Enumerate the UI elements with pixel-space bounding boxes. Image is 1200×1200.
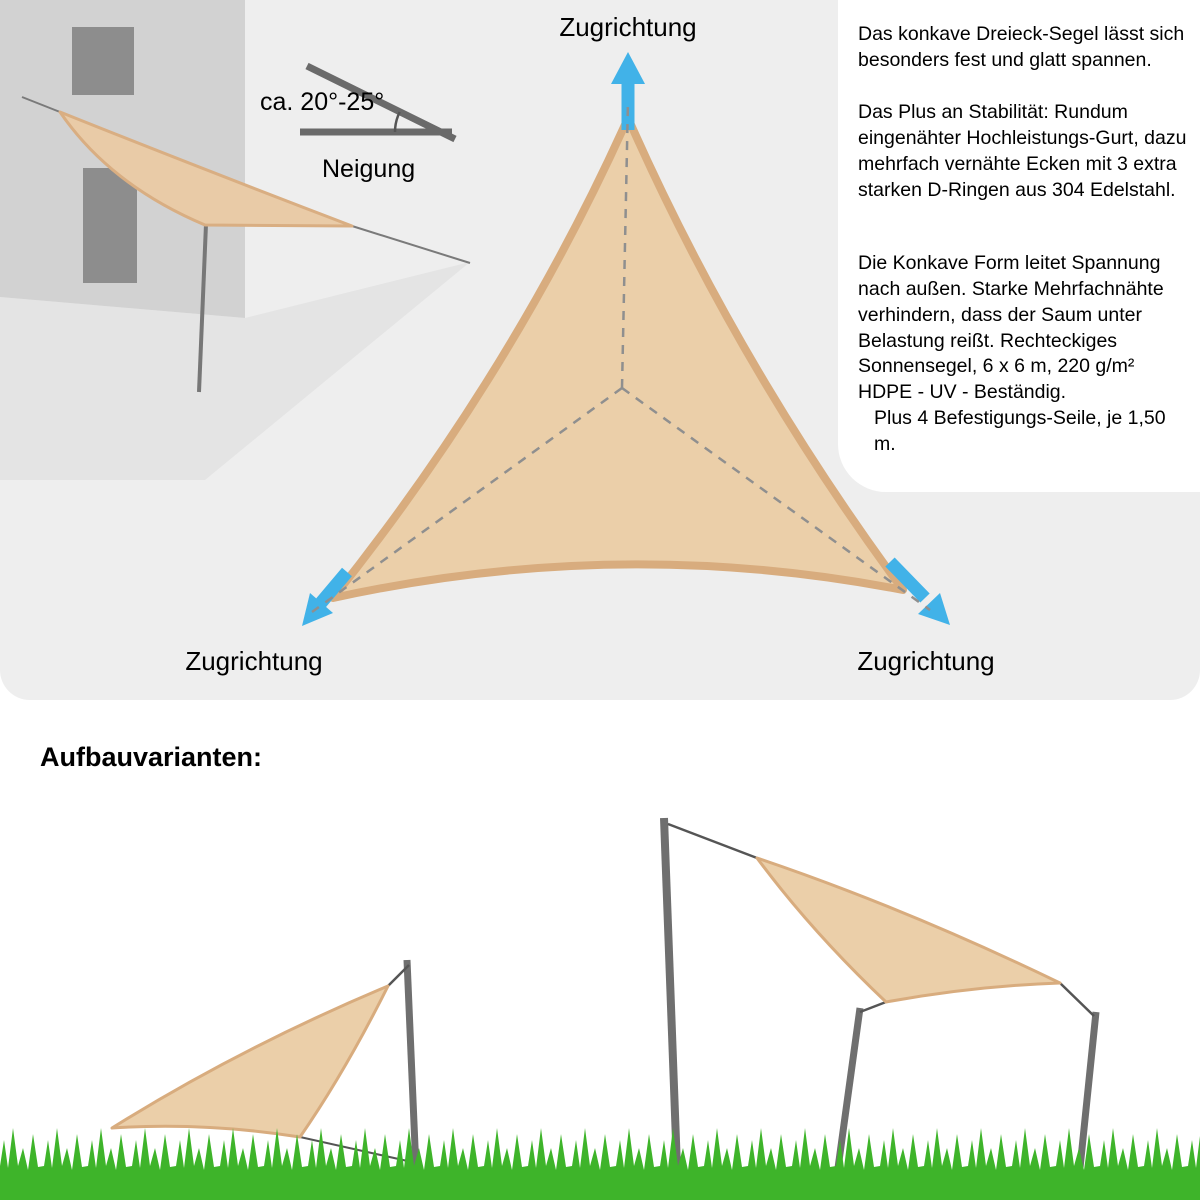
angle-arc xyxy=(393,111,401,133)
wall-sail-shape xyxy=(58,110,354,228)
pull-direction-label-bottom-right: Zugrichtung xyxy=(857,646,995,676)
variant2-top-rope xyxy=(667,822,758,860)
concave-sail-shape xyxy=(329,114,907,602)
variant2-sail xyxy=(755,856,1062,1004)
corner-rope xyxy=(351,225,471,264)
pull-direction-label-top: Zugrichtung xyxy=(559,12,697,42)
slope-line xyxy=(305,62,457,143)
grass-strip xyxy=(0,1120,1200,1200)
top-panel: ca. 20°-25° Neigung Zugrichtung xyxy=(0,0,1200,700)
info-paragraph-1: Das konkave Dreieck-Segel lässt sich bes… xyxy=(858,23,1185,71)
variant2-tall-pole xyxy=(660,817,681,1169)
info-paragraph-2: Das Plus an Stabilität: Rundum eingenäht… xyxy=(858,101,1187,201)
variant1-top-rope xyxy=(387,964,410,987)
info-paragraph-4: Plus 4 Befestigungs-Seile, je 1,50 m. xyxy=(874,406,1166,455)
pull-direction-label-bottom-left: Zugrichtung xyxy=(185,646,323,676)
product-info-panel: Das konkave Dreieck-Segel lässt sich bes… xyxy=(838,0,1200,492)
sail-tension-diagram xyxy=(302,52,950,626)
setup-variants-illustration xyxy=(0,817,1200,1200)
variant2-left-rope xyxy=(859,1000,887,1014)
variant1-sail xyxy=(110,984,390,1139)
angle-caption-label: Neigung xyxy=(322,155,416,183)
house-door xyxy=(83,168,137,283)
ground-plane xyxy=(0,262,470,480)
angle-diagram xyxy=(300,62,457,143)
support-pole xyxy=(197,223,208,393)
variant-two-pole-setup xyxy=(660,817,1100,1169)
angle-range-label: ca. 20°-25° xyxy=(260,88,385,116)
variants-heading: Aufbauvarianten: xyxy=(40,742,263,772)
pull-arrow-top-icon xyxy=(611,52,645,130)
house-illustration xyxy=(0,0,471,480)
wall-anchor-rope xyxy=(21,96,61,113)
pull-arrow-bottom-right-icon xyxy=(885,557,950,625)
info-paragraph-3: Die Konkave Form leitet Spannung nach au… xyxy=(858,252,1164,404)
tension-dashed-lines xyxy=(311,99,931,614)
variant2-right-rope xyxy=(1059,982,1095,1017)
house-window xyxy=(72,27,134,95)
